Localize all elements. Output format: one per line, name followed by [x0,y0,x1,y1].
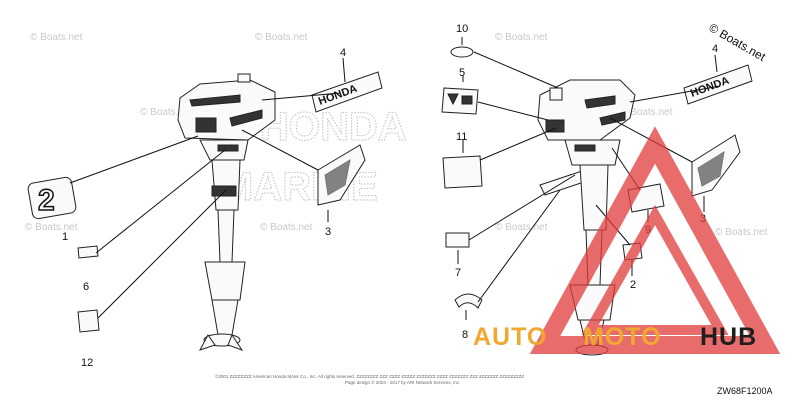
callout-number: 10 [456,23,468,35]
watermark-text: © Boats.net [495,222,548,233]
logo-word-hub: HUB [700,323,757,351]
callout-number: 6 [83,281,89,293]
callout-number: 1 [62,231,68,243]
callout-number: 12 [81,357,93,369]
callout-number: 8 [462,329,468,341]
left-callouts: 1 6 12 4 3 [62,47,346,369]
copyright-line-2: Page design © 2004 - 2017 by ARI Network… [345,379,460,385]
logo-word-auto: AUTO [473,323,547,351]
watermark-text: © Boats.net [715,227,768,238]
watermark-text: © Boats.net [25,222,78,233]
automotohub-logo: AUTO MOTO HUB [473,126,781,354]
left-decals: HONDA 2 [27,71,383,333]
left-leader-lines [69,57,346,319]
footer: ©2001 ZZZZZZZZ American Honda Motor Co.,… [215,373,773,396]
right-leader-lines [457,37,721,320]
watermark-text: © Boats.net [620,107,673,118]
callout-number: 5 [459,67,465,79]
diagram-code: ZW68F1200A [717,386,773,396]
watermark-text: © Boats.net [30,32,83,43]
watermark-text: © Boats.net [260,222,313,233]
logo-word-moto: MOTO [583,323,662,351]
watermark-text: © Boats.net [255,32,308,43]
callout-number: 11 [456,131,467,143]
callout-number: 3 [325,226,331,238]
copyright-line-1: ©2001 ZZZZZZZZ American Honda Motor Co.,… [215,373,525,379]
watermark-text: © Boats.net [140,107,193,118]
watermark-text: © Boats.net [495,32,548,43]
left-outboard-motor [177,73,276,351]
two-badge-text: 2 [38,184,55,217]
watermark-group: © Boats.net © Boats.net © Boats.net © Bo… [25,32,768,238]
callout-number: 4 [340,47,346,59]
callout-number: 4 [712,43,718,55]
callout-number: 2 [630,279,636,291]
right-decals: HONDA [441,46,753,309]
callout-number: 7 [455,267,461,279]
background-wordmark-line1: HONDA [260,105,407,149]
